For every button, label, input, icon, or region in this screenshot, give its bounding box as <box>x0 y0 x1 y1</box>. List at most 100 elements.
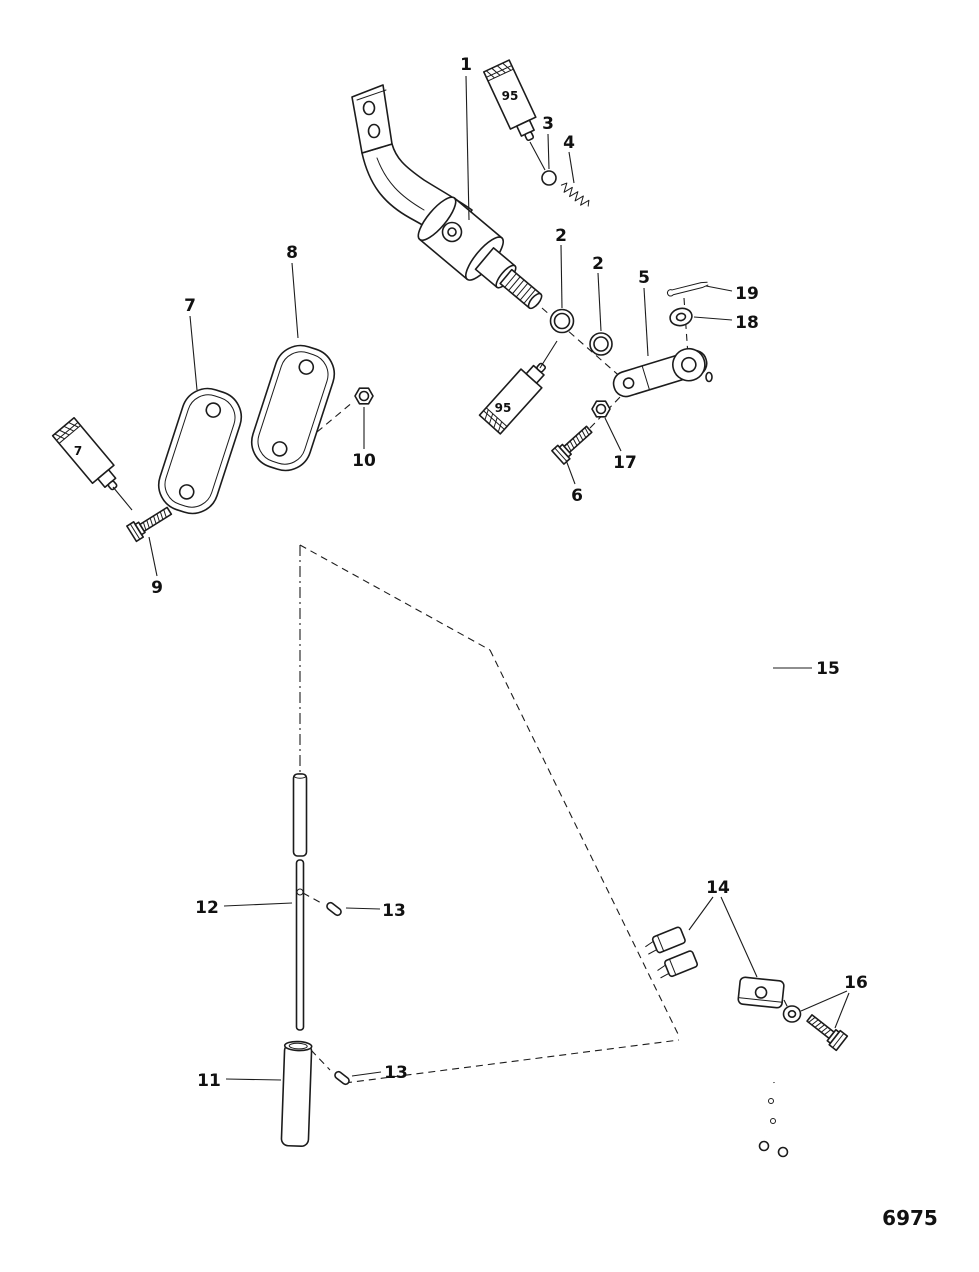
cotter-pin <box>667 281 709 297</box>
nut-hex <box>591 400 611 418</box>
bracket-edge <box>356 89 387 101</box>
flat-washer <box>669 307 693 327</box>
tube-leader <box>529 141 546 171</box>
sleeve-to-pin-line <box>310 1049 331 1071</box>
callout-13a: 13 <box>382 901 406 921</box>
lubricant-tube-mid <box>478 340 558 435</box>
cable-retainers <box>645 926 785 1009</box>
leader-7 <box>189 315 198 391</box>
alignment-line <box>489 649 680 1037</box>
tube-leader <box>112 486 133 511</box>
nut-hole <box>595 403 607 415</box>
spring-coil <box>560 182 590 207</box>
bracket-hole <box>362 100 376 116</box>
leader-4 <box>568 151 575 184</box>
leader-1 <box>465 75 470 221</box>
bracket-hole <box>367 123 381 139</box>
nut-17 <box>591 400 611 418</box>
tube-cap <box>107 480 118 491</box>
callout-labels: 1 3 4 2 2 5 19 18 8 7 10 17 6 9 15 12 13… <box>151 55 868 1091</box>
leader-16a <box>800 990 848 1012</box>
shift-rod <box>705 371 789 1158</box>
leader-3 <box>547 133 550 170</box>
callout-2b: 2 <box>592 254 604 274</box>
cover-plate-8 <box>250 344 336 472</box>
leader-18 <box>693 316 733 321</box>
leader-19 <box>705 285 733 292</box>
leader-2a <box>560 244 563 309</box>
screw-threads <box>142 509 167 531</box>
leader-lines <box>148 75 850 1081</box>
nut-10 <box>354 387 374 405</box>
callout-4: 4 <box>563 133 575 153</box>
shaft-tip <box>527 292 543 310</box>
retainer-detail <box>657 958 677 979</box>
retainer-clip <box>664 950 699 978</box>
cover-plate-7 <box>157 387 243 515</box>
rod-pin-hole <box>296 888 304 896</box>
leader-13a <box>345 907 381 910</box>
plate-hole <box>178 484 195 500</box>
tube-cap <box>524 131 535 142</box>
rod-fork-core <box>772 1082 784 1148</box>
callout-3: 3 <box>542 114 554 134</box>
plate-hole <box>271 441 288 457</box>
leader-12 <box>223 902 293 907</box>
anchor-block <box>737 976 785 1009</box>
alignment-line <box>299 544 491 651</box>
lever-assembly <box>351 84 543 310</box>
rod-fork-core <box>763 1082 776 1142</box>
alignment-line <box>344 1039 680 1084</box>
screw-threads <box>808 1016 832 1036</box>
callout-14: 14 <box>706 878 730 898</box>
washer-outer <box>782 1005 802 1023</box>
lubricant-tube-left <box>51 416 133 511</box>
leader-6 <box>565 459 576 485</box>
retainer-detail <box>645 934 665 955</box>
callout-18: 18 <box>735 313 759 333</box>
callout-15: 15 <box>816 659 840 679</box>
retainer-clip <box>651 926 686 954</box>
screw-head-line <box>554 447 568 462</box>
o-ring-b <box>589 332 613 356</box>
sleeve-mouth <box>283 1040 313 1052</box>
nut-hole <box>358 390 370 402</box>
clevis-head <box>672 347 706 382</box>
crimp-hatch <box>54 422 79 440</box>
callout-9: 9 <box>151 578 163 598</box>
rod-lower-section <box>295 859 305 1031</box>
rod-end-ball <box>777 1146 789 1158</box>
rod-core <box>708 374 777 1084</box>
screw-threads <box>566 427 590 452</box>
callout-19: 19 <box>735 284 759 304</box>
o-ring-inner <box>553 312 571 330</box>
lever-arm-detail <box>376 157 425 211</box>
callout-17: 17 <box>613 453 637 473</box>
leader-11 <box>225 1078 282 1081</box>
callout-6: 6 <box>571 486 583 506</box>
pin-axis-line <box>683 297 689 357</box>
boss-face-ring <box>441 221 463 243</box>
callout-13b: 13 <box>384 1063 408 1083</box>
plate-hole <box>205 402 222 418</box>
callout-12: 12 <box>195 898 219 918</box>
tube-label-left: 7 <box>74 444 82 458</box>
plate-outline <box>157 387 243 515</box>
rod-end-ball <box>758 1140 770 1152</box>
callout-16: 16 <box>844 973 868 993</box>
detent-spring <box>560 182 590 207</box>
leader-14a <box>688 896 714 931</box>
rod-tip <box>705 371 713 383</box>
screw-6 <box>551 425 593 465</box>
leader-8 <box>291 262 299 339</box>
figure-number: 6975 <box>882 1206 938 1230</box>
washer-16 <box>782 1005 802 1023</box>
alignment-lines <box>299 297 789 1084</box>
callout-8: 8 <box>286 243 298 263</box>
screw-9 <box>126 506 173 543</box>
pin-13b <box>334 1070 350 1086</box>
o-ring-a <box>549 308 575 334</box>
boss-face-hole <box>447 227 457 237</box>
